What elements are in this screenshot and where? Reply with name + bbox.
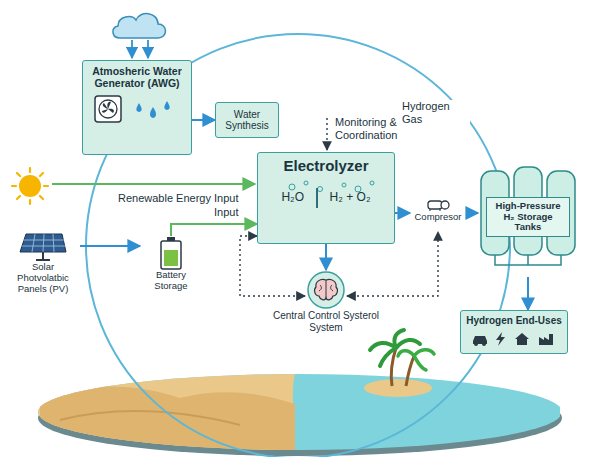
node-text: Solar Photvolatbic Panels (PV) [6,262,80,295]
icon-holder [469,331,559,351]
flow-arrow [192,119,215,121]
tank-label: High-Pressure H₂ Storage Tanks [486,197,570,238]
flow-label: Hydrogen Gas [400,100,470,125]
flow-arrow [466,212,478,214]
storage-tanks: High-Pressure H₂ Storage Tanks [478,165,578,277]
awg-icon [89,93,185,125]
node-text: Compresor [415,212,462,223]
energy-label: Renewable Energy Input [116,192,240,205]
awg-box: Atmosheric Water Generator (AWG) [82,60,192,155]
end-uses-box: Hydrogen End-Uses [460,310,568,354]
node-text: Central Control Systerol System [271,310,381,333]
box-title: Electrolyzer [283,157,368,174]
icon-holder [89,93,185,129]
energy-label: Input [212,206,240,219]
flow-arrow [527,277,529,310]
divider [316,188,318,208]
flow-arrow [325,244,327,270]
node-text: Atmosheric Water Generator (AWG) [87,65,187,89]
compressor-icon [425,198,451,212]
control-system: Central Control Systerol System [271,270,381,344]
formula: H₂ + O₂ [330,191,371,205]
battery: Battery Storage [140,236,202,298]
electrolyzer-box: ElectrolyzerH₂O H₂ + O₂ [257,152,395,244]
flow-arrow [395,212,410,214]
process-box: Water Synthesis [215,102,279,138]
node-text: Hydrogen End-Uses [466,315,562,327]
reaction-row: H₂O H₂ + O₂ [262,188,390,208]
compressor: Compresor [410,198,466,232]
brain-icon [306,270,346,310]
end-use-icons [469,331,559,347]
cloud-icon [113,14,166,58]
formula: H₂O [281,191,304,205]
node-text: Battery Storage [140,270,202,292]
sun-icon [12,168,48,204]
solar-panel-icon [18,232,68,262]
solar-panel: Solar Photvolatbic Panels (PV) [6,232,80,302]
flow-arrow [171,224,257,236]
control-link [240,236,305,296]
monitoring-line [326,118,327,150]
flow-arrow [80,245,140,247]
renewable-line [52,183,255,185]
node-text: Water Synthesis [220,109,274,132]
battery-icon [159,236,183,270]
